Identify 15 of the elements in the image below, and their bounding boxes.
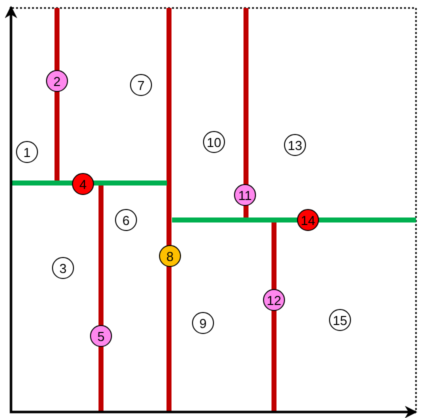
numbered-circle: 15 [329, 309, 351, 331]
numbered-circle: 5 [90, 325, 112, 347]
numbered-circle: 11 [234, 184, 256, 206]
numbered-circle: 13 [284, 134, 306, 156]
numbered-circle: 14 [297, 209, 319, 231]
numbered-circle: 1 [16, 141, 38, 163]
numbered-circle: 4 [72, 173, 94, 195]
numbered-circle: 3 [52, 257, 74, 279]
numbered-circle: 2 [46, 70, 68, 92]
numbered-circle: 10 [203, 131, 225, 153]
numbered-circle: 6 [115, 209, 137, 231]
numbered-circle: 12 [263, 289, 285, 311]
numbered-circle: 9 [192, 312, 214, 334]
numbered-circle: 8 [159, 245, 181, 267]
numbered-circle: 7 [130, 74, 152, 96]
